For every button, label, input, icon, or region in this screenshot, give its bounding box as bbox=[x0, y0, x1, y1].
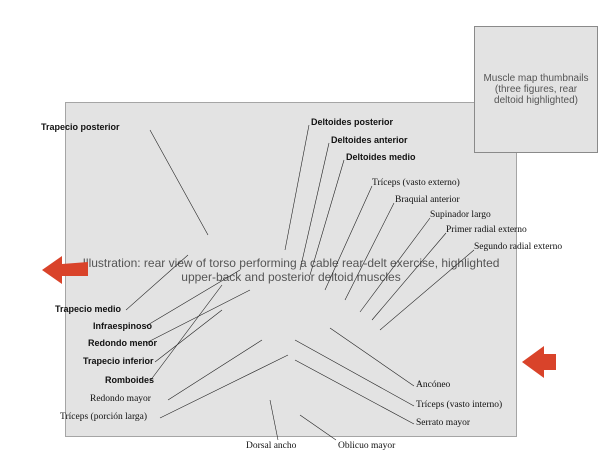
label-supinador-largo: Supinador largo bbox=[430, 210, 491, 220]
label-triceps-porcion-larga: Tríceps (porción larga) bbox=[60, 412, 148, 422]
label-redondo-mayor: Redondo mayor bbox=[90, 394, 151, 404]
label-trapecio-posterior: Trapecio posterior bbox=[41, 122, 120, 132]
label-deltoides-anterior: Deltoides anterior bbox=[331, 135, 408, 145]
right-arrow-icon bbox=[522, 346, 556, 378]
label-deltoides-medio: Deltoides medio bbox=[346, 152, 416, 162]
label-trapecio-medio: Trapecio medio bbox=[55, 304, 122, 314]
label-oblicuo-mayor: Oblicuo mayor bbox=[338, 441, 396, 451]
label-triceps-vasto-externo: Tríceps (vasto externo) bbox=[372, 178, 460, 188]
label-deltoides-posterior: Deltoides posterior bbox=[311, 117, 394, 127]
label-trapecio-inferior: Trapecio inferior bbox=[83, 356, 154, 366]
label-anconeo: Ancóneo bbox=[416, 380, 451, 390]
label-primer-radial-externo: Primer radial externo bbox=[446, 225, 527, 235]
label-romboides: Romboides bbox=[105, 375, 155, 385]
muscle-map-thumbnail-placeholder: Muscle map thumbnails (three figures, re… bbox=[474, 26, 598, 153]
label-infraespinoso: Infraespinoso bbox=[93, 321, 153, 331]
label-triceps-vasto-interno: Tríceps (vasto interno) bbox=[416, 400, 503, 410]
label-segundo-radial-externo: Segundo radial externo bbox=[474, 242, 563, 252]
label-dorsal-ancho: Dorsal ancho bbox=[246, 441, 297, 451]
label-redondo-menor: Redondo menor bbox=[88, 338, 157, 348]
label-braquial-anterior: Braquial anterior bbox=[395, 195, 460, 205]
label-serrato-mayor: Serrato mayor bbox=[416, 418, 471, 428]
